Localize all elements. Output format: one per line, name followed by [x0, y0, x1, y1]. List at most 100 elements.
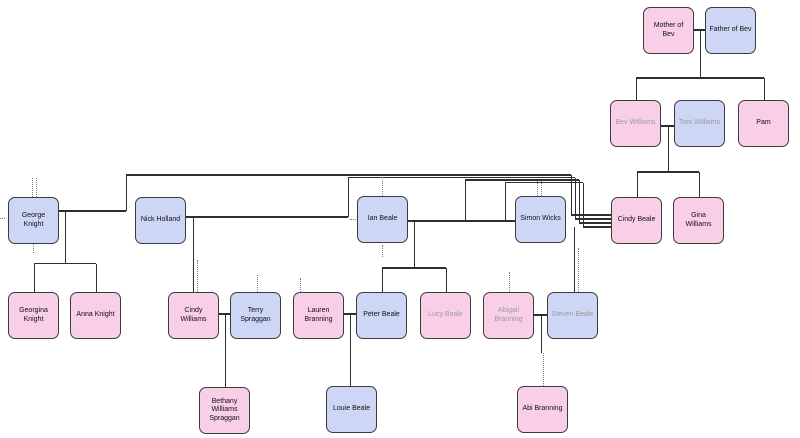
connector-line [540, 315, 542, 353]
connector-line [348, 177, 350, 217]
person-box-george-knight[interactable]: George Knight [8, 197, 59, 244]
connector-line [570, 214, 611, 216]
person-name-label: Lucy Beale [428, 311, 463, 319]
person-name-label: Cindy Beale [617, 216, 656, 224]
person-box-pam[interactable]: Pam [738, 100, 789, 147]
connector-line [699, 30, 701, 78]
connector-line [381, 268, 383, 292]
person-box-mother-of-bev[interactable]: Mother of Bev [643, 7, 694, 54]
person-box-peter-beale[interactable]: Peter Beale [356, 292, 407, 339]
connector-line-dotted [31, 178, 33, 197]
person-box-tom-williams[interactable]: Tom Williams [674, 100, 725, 147]
connector-line [635, 78, 637, 100]
connector-line [219, 313, 230, 315]
connector-line [667, 126, 669, 172]
connector-line [570, 175, 572, 215]
person-name-label: Steven Beale [551, 311, 594, 319]
connector-line [344, 313, 356, 315]
connector-line-dotted [543, 353, 544, 386]
connector-line [579, 222, 611, 224]
connector-line-dotted [256, 275, 258, 292]
connector-line [408, 220, 515, 222]
connector-line [33, 262, 96, 265]
person-box-steven-beale[interactable]: Steven Beale [547, 292, 598, 339]
connector-line [579, 180, 581, 223]
person-name-label: George Knight [21, 212, 46, 228]
connector-line [96, 263, 98, 292]
connector-line-dotted [196, 260, 198, 292]
connector-line-dotted [33, 243, 34, 253]
person-name-label: Abigail Branning [494, 307, 523, 323]
person-name-label: Terry Spraggan [240, 307, 271, 323]
connector-line [445, 268, 447, 292]
person-name-label: Ian Beale [367, 215, 398, 223]
person-box-louie-beale[interactable]: Louie Beale [326, 386, 377, 433]
connector-line [534, 314, 547, 316]
connector-line [575, 177, 577, 219]
connector-line-dotted [350, 219, 356, 221]
person-box-terry-spraggan[interactable]: Terry Spraggan [230, 292, 281, 339]
connector-line [381, 267, 446, 269]
connector-line [635, 77, 764, 79]
person-box-bethany-williams-spraggan[interactable]: Bethany Williams Spraggan [199, 387, 250, 434]
connector-line-dotted [537, 181, 538, 196]
person-box-anna-knight[interactable]: Anna Knight [70, 292, 121, 339]
connector-line-dotted [541, 181, 542, 196]
connector-line [505, 181, 583, 184]
person-box-abi-branning[interactable]: Abi Branning [517, 386, 568, 433]
person-box-abigail-branning[interactable]: Abigail Branning [483, 292, 534, 339]
connector-line [348, 176, 575, 179]
person-name-label: Tom Williams [678, 119, 721, 127]
connector-line-dotted [509, 272, 510, 292]
connector-line [465, 179, 579, 181]
person-box-lauren-branning[interactable]: Lauren Branning [293, 292, 344, 339]
connector-line [126, 174, 571, 176]
person-box-lucy-beale[interactable]: Lucy Beale [420, 292, 471, 339]
person-box-cindy-beale[interactable]: Cindy Beale [611, 197, 662, 244]
person-name-label: Abi Branning [522, 405, 563, 413]
connector-line [636, 171, 699, 173]
connector-line [33, 263, 35, 292]
person-box-cindy-williams[interactable]: Cindy Williams [168, 292, 219, 339]
connector-line [575, 218, 611, 220]
connector-line-dotted [382, 177, 383, 196]
connector-line [126, 175, 128, 211]
person-name-label: Simon Wicks [520, 215, 561, 223]
person-name-label: Nick Holland [140, 216, 181, 224]
person-name-label: Louie Beale [333, 405, 370, 413]
person-name-label: Bev Williams [615, 119, 656, 127]
person-box-bev-williams[interactable]: Bev Williams [610, 100, 661, 147]
connector-line [699, 172, 701, 197]
person-name-label: Gina Williams [685, 212, 712, 228]
connector-line [583, 226, 611, 228]
person-name-label: Mother of Bev [653, 22, 684, 38]
person-box-ian-beale[interactable]: Ian Beale [357, 196, 408, 243]
connector-line [763, 78, 765, 100]
connector-line-dotted [300, 278, 301, 292]
connector-line [59, 210, 126, 212]
connector-line-dotted [382, 245, 383, 257]
connector-line [465, 180, 467, 221]
person-name-label: Anna Knight [76, 311, 115, 319]
person-box-nick-holland[interactable]: Nick Holland [135, 197, 186, 244]
connector-line [414, 221, 416, 268]
connector-line [192, 217, 194, 292]
person-box-father-of-bev[interactable]: Father of Bev [705, 7, 756, 54]
person-name-label: Lauren Branning [304, 307, 333, 323]
connector-line [583, 182, 585, 227]
connector-line [224, 314, 226, 387]
person-box-simon-wicks[interactable]: Simon Wicks [515, 196, 566, 243]
connector-line-dotted [35, 178, 37, 197]
connector-line [694, 29, 705, 31]
connector-line-dotted [0, 218, 5, 220]
person-box-georgina-knight[interactable]: Georgina Knight [8, 292, 59, 339]
person-name-label: Cindy Williams [180, 307, 207, 323]
person-box-gina-williams[interactable]: Gina Williams [673, 197, 724, 244]
connector-line [574, 227, 576, 292]
person-name-label: Peter Beale [363, 311, 400, 319]
connector-line [636, 172, 638, 197]
person-name-label: Father of Bev [709, 26, 752, 34]
connector-line [65, 211, 67, 264]
person-name-label: Pam [756, 119, 771, 127]
